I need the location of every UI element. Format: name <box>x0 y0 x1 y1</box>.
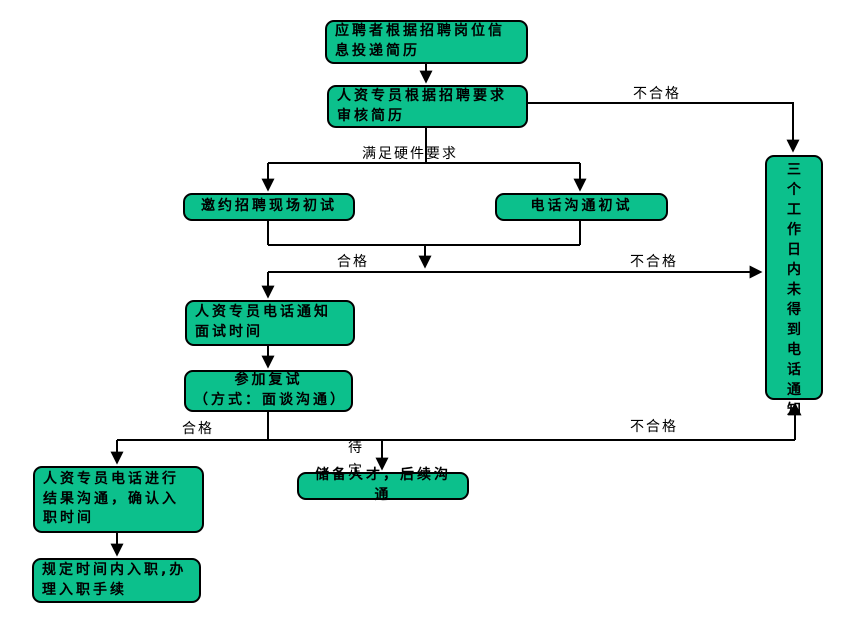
edge-review-to-nonotice <box>528 102 800 153</box>
node-result-communication: 人资专员电话进行 结果沟通，确认入 职时间 <box>33 466 204 533</box>
node-onboard-procedures: 规定时间内入职,办 理入职手续 <box>32 558 201 603</box>
edge-label-pending: 待定 <box>348 440 362 480</box>
node-reserve-talent: 储备人才，后续沟通 <box>297 467 469 503</box>
edge-label-qualified-mid: 合格 <box>337 254 369 270</box>
edge-label-qualified-bottom: 合格 <box>182 421 214 437</box>
node-apply-resume: 应聘者根据招聘岗位信 息投递简历 <box>325 20 528 64</box>
node-no-phone-notice: 三个工作日内未得到电话通知 <box>765 155 823 418</box>
node-review-resume: 人资专员根据招聘要求 审核简历 <box>327 85 528 128</box>
node-notify-interview-time: 人资专员电话通知 面试时间 <box>185 300 355 346</box>
edge-label-unqualified-mid: 不合格 <box>630 254 678 270</box>
node-second-interview: 参加复试 （方式：面谈沟通） <box>184 370 353 412</box>
edge-label-unqualified-top: 不合格 <box>633 86 681 102</box>
node-phone-first-test: 电话沟通初试 <box>495 193 668 221</box>
node-onsite-first-test: 邀约招聘现场初试 <box>183 193 355 221</box>
edge-label-meets-requirements: 满足硬件要求 <box>362 146 458 162</box>
edge-label-unqualified-bottom: 不合格 <box>630 419 678 435</box>
